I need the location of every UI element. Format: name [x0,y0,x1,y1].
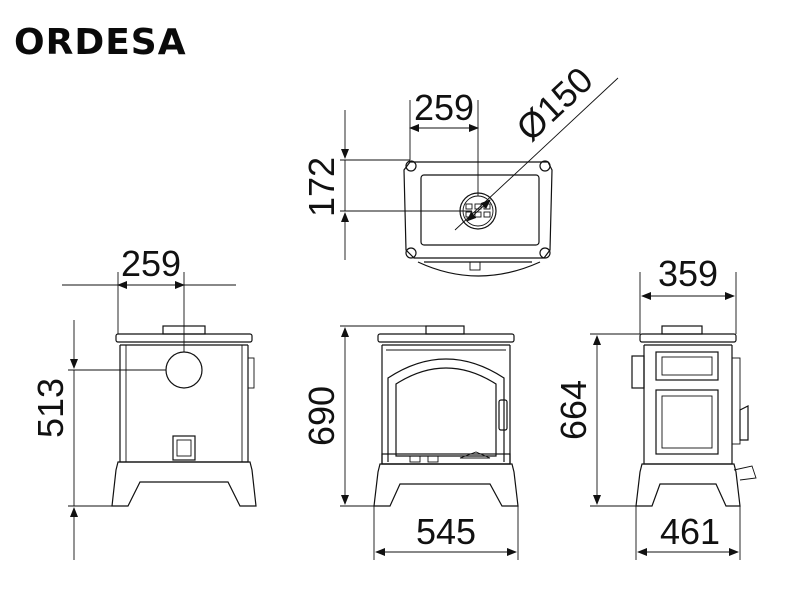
side-panel-lower [655,389,719,455]
side-depth-label: 461 [660,511,720,552]
top-width-label: 259 [414,87,474,128]
rear-view: 259 513 [30,243,257,560]
corner-post [405,247,417,259]
flue-diameter-label: Ø150 [508,59,600,149]
front-door [387,358,505,462]
side-view: 359 664 461 [553,253,757,560]
side-width-label: 359 [658,253,718,294]
door-handle [498,399,508,431]
total-width-label: 545 [416,511,476,552]
side-panel-upper [655,351,719,381]
top-view: 259 Ø150 172 [301,59,619,277]
rear-flue-outlet [165,351,203,389]
corner-post [539,160,551,172]
flue-height-label: 513 [30,378,71,438]
corner-post [405,160,417,172]
product-title: ORDESA [14,22,187,63]
top-depth-label: 172 [301,157,342,217]
corner-post [539,247,551,259]
front-view: 690 545 [301,325,519,560]
top-view-inner [420,174,540,246]
total-height-label: 690 [301,386,342,446]
side-height-label: 664 [553,380,594,440]
door-glass [395,367,497,457]
rear-width-label: 259 [121,243,181,284]
